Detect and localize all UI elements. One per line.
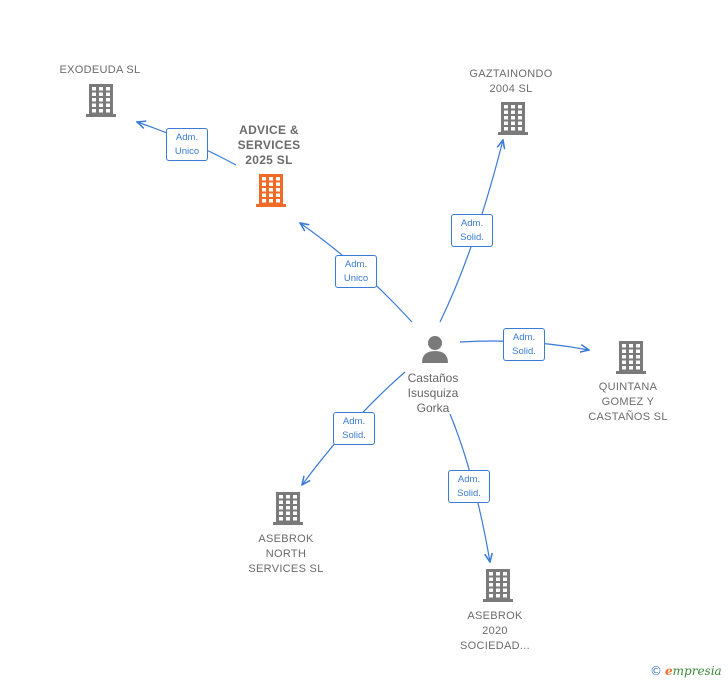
copyright-icon: © xyxy=(650,664,662,678)
edge-label-line: Solid. xyxy=(457,488,481,499)
person-icon[interactable] xyxy=(422,336,448,363)
company-label-line: GAZTAINONDO xyxy=(469,68,553,80)
company-label-line: CASTAÑOS SL xyxy=(588,411,668,423)
company-label-line: NORTH xyxy=(265,548,307,560)
edge-label-line: Adm. xyxy=(460,218,484,229)
person-label-line: Isusquiza xyxy=(407,386,459,400)
person-label-line: Gorka xyxy=(416,401,450,415)
company-label-line: SERVICES xyxy=(237,138,301,152)
edge-label-line: Solid. xyxy=(342,430,366,441)
company-label-line: GOMEZ Y xyxy=(601,396,655,408)
edge-label-line: Unico xyxy=(343,273,369,284)
company-label-line: ASEBROK xyxy=(258,533,314,545)
building-icon[interactable] xyxy=(273,492,303,525)
company-label-line: QUINTANA xyxy=(598,381,658,393)
company-label-line: ADVICE & xyxy=(239,123,299,137)
company-label-exodeuda[interactable]: EXODEUDA SL xyxy=(40,63,160,78)
company-label-line: ASEBROK xyxy=(467,610,523,622)
edge-label-asebrok_north[interactable]: Adm. Solid. xyxy=(333,412,375,445)
building-icon[interactable] xyxy=(86,84,116,117)
edge-label-line: Solid. xyxy=(512,346,536,357)
person-label-line: Castaños xyxy=(407,371,459,385)
building-icon[interactable] xyxy=(256,174,286,207)
company-label-gaztainondo[interactable]: GAZTAINONDO 2004 SL xyxy=(451,67,571,97)
company-label-asebrok_north[interactable]: ASEBROK NORTH SERVICES SL xyxy=(226,532,346,577)
company-label-line: 2004 SL xyxy=(489,83,533,95)
edge-label-line: Unico xyxy=(174,146,200,157)
empresia-brand[interactable]: ©empresia xyxy=(650,664,722,678)
edge-label-asebrok_2020[interactable]: Adm. Solid. xyxy=(448,470,490,503)
edge-label-line: Adm. xyxy=(457,474,481,485)
edge-label-line: Adm. xyxy=(344,259,368,270)
company-label-line: EXODEUDA SL xyxy=(59,64,141,76)
company-label-line: SERVICES SL xyxy=(248,563,324,575)
edge-label-exodeuda[interactable]: Adm. Unico xyxy=(166,128,208,161)
company-label-line: 2020 xyxy=(482,625,508,637)
edge-label-line: Adm. xyxy=(175,132,199,143)
building-icon[interactable] xyxy=(616,341,646,374)
company-label-line: 2025 SL xyxy=(245,153,293,167)
edge-label-line: Adm. xyxy=(342,416,366,427)
edge-label-line: Solid. xyxy=(460,232,484,243)
company-label-quintana[interactable]: QUINTANA GOMEZ Y CASTAÑOS SL xyxy=(568,380,688,425)
edge-label-gaztainondo[interactable]: Adm. Solid. xyxy=(451,214,493,247)
edge-label-line: Adm. xyxy=(512,332,536,343)
company-label-line: SOCIEDAD... xyxy=(460,640,530,652)
building-icon[interactable] xyxy=(483,569,513,602)
edge-label-quintana[interactable]: Adm. Solid. xyxy=(503,328,545,361)
edge-label-advice[interactable]: Adm. Unico xyxy=(335,255,377,288)
building-icon[interactable] xyxy=(498,102,528,135)
